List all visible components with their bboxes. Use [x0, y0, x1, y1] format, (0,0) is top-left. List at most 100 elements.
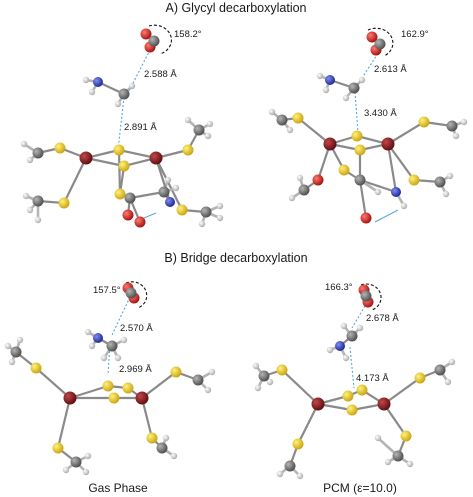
hydrogen-atom [444, 378, 452, 386]
hydrogen-atom [322, 86, 330, 94]
carbon-atom [392, 450, 404, 462]
molecule-a-gas-atoms [20, 28, 224, 228]
molecule-b-gas-bonds [6, 286, 214, 474]
nitrogen-atom [335, 341, 345, 351]
sulfur-atom [292, 112, 304, 124]
hbond-a-pcm [374, 209, 399, 223]
bond [56, 396, 72, 450]
bond [140, 370, 178, 400]
angle-arc-b-gas [125, 281, 148, 309]
hydrogen-atom [198, 220, 206, 228]
distance-label-b-pcm-1: 2.678 Å [366, 313, 399, 324]
sulfur-atom [354, 144, 366, 156]
oxygen-atom [360, 212, 372, 224]
hydrogen-atom [216, 214, 224, 222]
nitrogen-atom [391, 187, 401, 197]
hydrogen-atom [288, 194, 296, 202]
carbon-atom [124, 192, 136, 204]
sulfur-atom [342, 390, 354, 402]
carbon-atom [156, 442, 168, 454]
bond [128, 190, 166, 200]
distance-label-a-pcm-1: 2.613 Å [374, 64, 407, 75]
sulfur-atom [122, 382, 134, 394]
sulfur-atom [276, 364, 288, 376]
oxygen-atom [134, 216, 146, 228]
distance-line-a-pcm-2 [354, 91, 359, 133]
nitrogen-atom [325, 75, 335, 85]
iron-atom [79, 151, 93, 165]
sulfur-atom [102, 380, 114, 392]
oxygen-atom [366, 31, 378, 43]
hydrogen-atom [4, 342, 12, 350]
hydrogen-atom [82, 468, 90, 476]
sulfur-atom [170, 366, 182, 378]
hydrogen-atom [452, 132, 460, 140]
bond [140, 396, 154, 440]
bond [386, 120, 426, 146]
carbon-atom [276, 114, 288, 126]
hydrogen-atom [358, 76, 366, 84]
distance-label-a-gas-2: 2.891 Å [124, 122, 157, 133]
bond [34, 366, 72, 400]
bond [386, 142, 398, 194]
hydrogen-atom [356, 324, 364, 332]
caption-pcm: PCM (ε=10.0) [323, 481, 397, 495]
sulfur-atom [351, 130, 363, 142]
angle-arc-a-pcm [367, 27, 394, 57]
carbon-atom [434, 176, 446, 188]
carbon-atom [32, 147, 44, 159]
hydrogen-atom [296, 174, 304, 182]
carbon-atom [434, 364, 446, 376]
carbon-atom [32, 195, 44, 207]
hydrogen-atom [374, 434, 382, 442]
bond [68, 384, 110, 400]
atom-layer [4, 28, 468, 480]
carbon-atom [118, 88, 130, 100]
hydrogen-atom [114, 354, 122, 362]
iron-atom [63, 391, 77, 405]
carbon-atom [193, 124, 205, 136]
nitrogen-atom [93, 77, 103, 87]
carbon-atom [298, 184, 310, 196]
hydrogen-atom [342, 94, 350, 102]
hydrogen-atom [374, 188, 382, 196]
hydrogen-atom [26, 156, 34, 164]
hydrogen-atom [204, 132, 212, 140]
carbon-atom [346, 330, 358, 342]
iron-atom [323, 137, 337, 151]
sulfur-atom [114, 188, 126, 200]
angle-label-a-pcm: 162.9° [401, 29, 429, 40]
carbon-atom [192, 374, 204, 386]
angle-arc-b-pcm [360, 283, 382, 311]
carbon-atom [148, 35, 160, 47]
hydrogen-atom [8, 358, 16, 366]
hydrogen-atom [296, 472, 304, 480]
heading-bridge: B) Bridge decarboxylation [164, 251, 307, 265]
hydrogen-atom [172, 184, 180, 192]
carbon-atom [125, 287, 137, 299]
hydrogen-atom [460, 118, 468, 126]
angle-label-b-gas: 157.5° [93, 285, 121, 296]
hydrogen-atom [170, 452, 178, 460]
molecule-b-gas-atoms [4, 282, 216, 476]
hydrogen-atom [20, 140, 28, 148]
carbon-atom [374, 38, 386, 50]
sulfur-atom [356, 384, 368, 396]
sulfur-atom [108, 392, 120, 404]
angle-label-a-gas: 158.2° [174, 29, 202, 40]
hydrogen-atom [446, 172, 454, 180]
bond [358, 178, 398, 194]
bond [382, 376, 422, 406]
sulfur-atom [113, 144, 125, 156]
sulfur-atom [30, 362, 42, 374]
hydrogen-atom [204, 386, 212, 394]
sulfur-atom [346, 404, 358, 416]
hydrogen-atom [62, 466, 70, 474]
distance-line-b-pcm-2 [349, 346, 355, 389]
heading-glycyl: A) Glycyl decarboxylation [165, 1, 306, 15]
oxygen-atom [312, 174, 324, 186]
hydrogen-atom [384, 458, 392, 466]
carbon-atom [258, 370, 270, 382]
carbon-atom [70, 456, 82, 468]
